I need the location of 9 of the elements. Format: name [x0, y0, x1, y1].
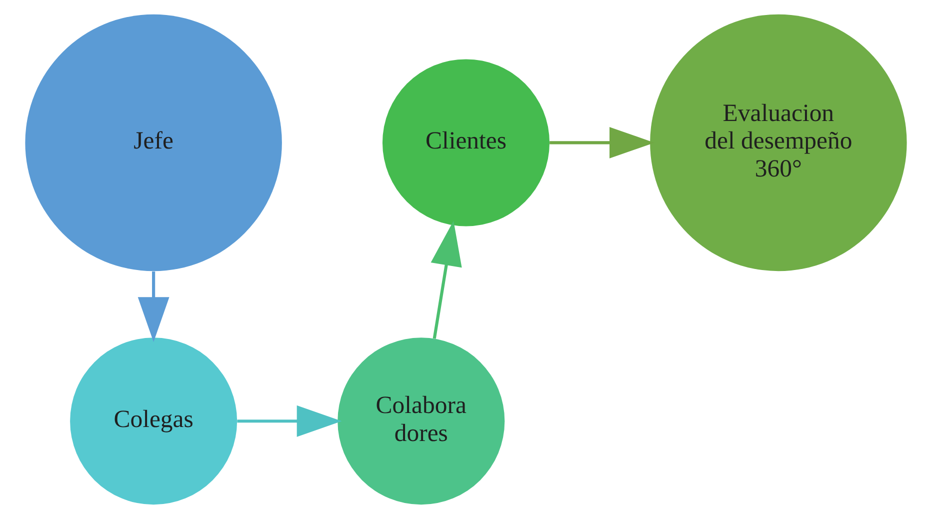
- arrow: [137, 271, 169, 342]
- node-circle: Jefe: [24, 14, 282, 272]
- node-circle: Clientes: [382, 59, 550, 226]
- arrow: [430, 220, 462, 339]
- node-circle: Evaluacion del desempeño 360°: [650, 14, 906, 272]
- arrow: [236, 405, 342, 437]
- node-circle: Colegas: [70, 338, 237, 505]
- node-circle: Colabora dores: [337, 338, 504, 505]
- arrow: [549, 127, 654, 158]
